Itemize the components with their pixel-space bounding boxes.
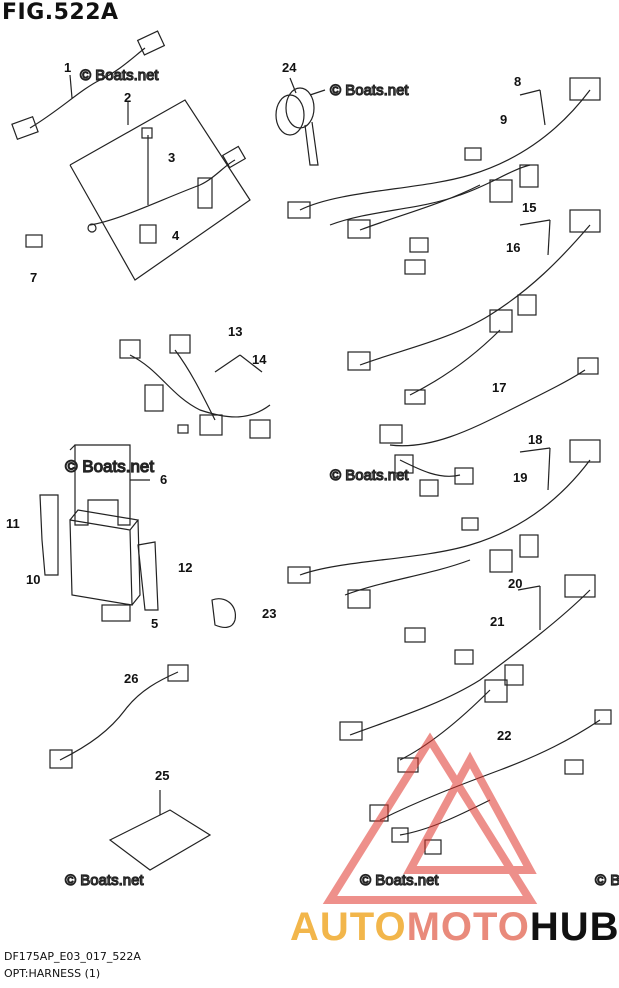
watermark: © Boats.net — [330, 467, 409, 484]
brand-part-auto: AUTO — [290, 905, 407, 949]
callout-14: 14 — [252, 352, 267, 367]
callout-10: 10 — [26, 572, 40, 587]
part-15-harness — [347, 209, 601, 405]
part-12-bracket — [137, 541, 159, 611]
part-11-bracket — [39, 494, 59, 576]
diagram-caption: OPT:HARNESS (1) — [4, 967, 101, 980]
callout-5: 5 — [151, 616, 158, 631]
watermark: © Boats.net — [595, 872, 619, 889]
callout-23: 23 — [262, 606, 276, 621]
callout-8: 8 — [514, 74, 521, 89]
callout-26: 26 — [124, 671, 138, 686]
callout-13: 13 — [228, 324, 242, 339]
part-23-clip — [211, 598, 237, 628]
part-8-harness — [287, 77, 601, 275]
part-6-cover — [69, 444, 150, 526]
callout-3: 3 — [168, 150, 175, 165]
figure-title: FIG.522A — [2, 0, 119, 25]
callout-labels: 1 2 3 4 5 6 7 8 9 10 11 12 13 14 15 16 1… — [6, 60, 542, 783]
watermark: © Boats.net — [330, 82, 409, 99]
callout-21: 21 — [490, 614, 504, 629]
callout-2: 2 — [124, 90, 131, 105]
callout-11: 11 — [6, 516, 20, 531]
part-2-group-box — [69, 99, 251, 281]
part-17-harness — [379, 357, 599, 497]
callout-16: 16 — [506, 240, 520, 255]
callout-22: 22 — [497, 728, 511, 743]
watermark: © Boats.net — [80, 67, 159, 84]
callout-25: 25 — [155, 768, 169, 783]
callout-24: 24 — [282, 60, 297, 75]
callout-18: 18 — [528, 432, 542, 447]
callout-12: 12 — [178, 560, 192, 575]
part-25-bag — [108, 790, 212, 871]
callout-1: 1 — [64, 60, 71, 75]
callout-20: 20 — [508, 576, 522, 591]
part-20-harness — [339, 574, 596, 773]
part-18-harness — [287, 439, 601, 643]
watermark: © Boats.net — [360, 872, 439, 889]
diagram-code: DF175AP_E03_017_522A — [4, 950, 141, 963]
callout-7: 7 — [30, 270, 37, 285]
part-7-connector — [25, 234, 43, 248]
part-24-component — [275, 77, 326, 166]
callout-4: 4 — [172, 228, 180, 243]
callout-9: 9 — [500, 112, 507, 127]
brand-part-hub: HUB — [529, 905, 619, 949]
brand-part-moto: MOTO — [406, 905, 530, 949]
part-1-harness — [11, 30, 166, 141]
callout-19: 19 — [513, 470, 527, 485]
brand-logo: AUTOMOTOHUB — [290, 905, 619, 950]
part-26-harness — [49, 664, 189, 769]
callout-15: 15 — [522, 200, 536, 215]
part-13-harness — [119, 334, 271, 439]
callout-6: 6 — [160, 472, 167, 487]
part-5-grommet — [101, 604, 131, 622]
callout-17: 17 — [492, 380, 506, 395]
watermark: © Boats.net — [65, 457, 154, 476]
brand-triangle — [322, 732, 538, 904]
watermark: © Boats.net — [65, 872, 144, 889]
